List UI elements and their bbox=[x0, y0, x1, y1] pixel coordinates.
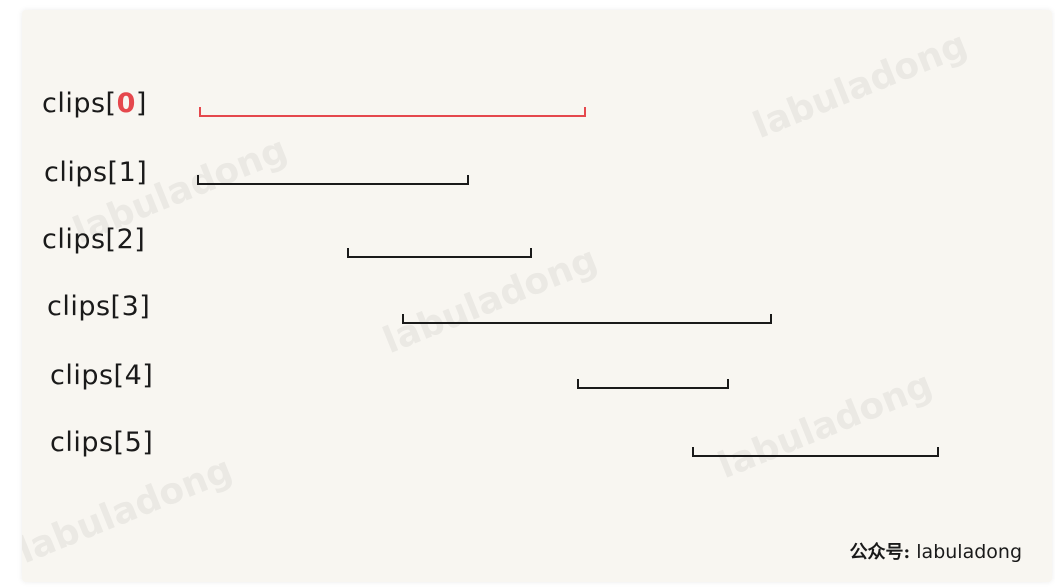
footer-prefix: 公众号: bbox=[849, 542, 911, 563]
clip-label-suffix: ] bbox=[142, 360, 154, 391]
interval-start-tick bbox=[692, 447, 694, 457]
interval-end-tick bbox=[530, 248, 532, 258]
clip-label: clips[1] bbox=[44, 157, 147, 188]
clip-label-suffix: ] bbox=[142, 427, 154, 458]
watermark: labuladong bbox=[22, 449, 239, 572]
clip-interval-segment bbox=[577, 379, 729, 389]
watermark: labuladong bbox=[747, 24, 974, 147]
clip-label-prefix: clips[ bbox=[50, 427, 125, 458]
diagram-canvas: labuladong labuladong labuladong labulad… bbox=[22, 10, 1052, 582]
interval-start-tick bbox=[402, 314, 404, 324]
clip-label-index: 5 bbox=[124, 427, 143, 458]
clip-label-index: 1 bbox=[118, 157, 137, 188]
clip-label: clips[2] bbox=[42, 224, 145, 255]
footer-account: labuladong bbox=[916, 541, 1022, 563]
clip-label-prefix: clips[ bbox=[50, 360, 125, 391]
clip-interval-segment bbox=[199, 107, 586, 117]
clip-label: clips[0] bbox=[42, 88, 147, 119]
clip-label-suffix: ] bbox=[139, 291, 151, 322]
interval-end-tick bbox=[727, 379, 729, 389]
clip-label: clips[3] bbox=[47, 291, 150, 322]
clip-interval-segment bbox=[692, 447, 939, 457]
clip-label-prefix: clips[ bbox=[44, 157, 119, 188]
clip-label: clips[4] bbox=[50, 360, 153, 391]
clip-label-index: 3 bbox=[121, 291, 140, 322]
watermark: labuladong bbox=[712, 364, 939, 487]
clip-label-suffix: ] bbox=[136, 157, 148, 188]
interval-end-tick bbox=[937, 447, 939, 457]
clip-interval-segment bbox=[197, 175, 469, 185]
clip-label-index: 0 bbox=[116, 88, 136, 119]
clip-label-suffix: ] bbox=[134, 224, 146, 255]
interval-start-tick bbox=[347, 248, 349, 258]
clip-label-suffix: ] bbox=[135, 88, 147, 119]
interval-start-tick bbox=[197, 175, 199, 185]
interval-end-tick bbox=[770, 314, 772, 324]
interval-start-tick bbox=[577, 379, 579, 389]
footer-signature: 公众号: labuladong bbox=[850, 538, 1022, 564]
clip-interval-segment bbox=[347, 248, 532, 258]
clip-interval-segment bbox=[402, 314, 772, 324]
interval-start-tick bbox=[199, 107, 201, 117]
clip-label-prefix: clips[ bbox=[42, 224, 117, 255]
clip-label-index: 4 bbox=[124, 360, 143, 391]
interval-end-tick bbox=[467, 175, 469, 185]
clip-label: clips[5] bbox=[50, 427, 153, 458]
interval-end-tick bbox=[584, 107, 586, 117]
clip-label-index: 2 bbox=[116, 224, 135, 255]
clip-label-prefix: clips[ bbox=[47, 291, 122, 322]
clip-label-prefix: clips[ bbox=[42, 88, 117, 119]
